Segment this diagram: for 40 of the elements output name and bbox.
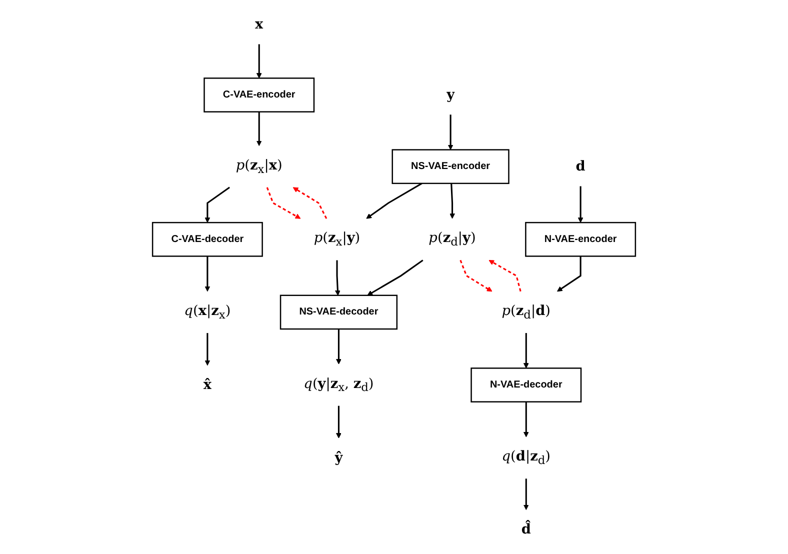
arrow (366, 182, 422, 219)
arrow (367, 260, 424, 296)
arrow (204, 256, 210, 292)
node-text: q(x|z$_{x}$) (184, 302, 231, 322)
arrow (204, 333, 210, 366)
arrow (523, 333, 529, 368)
node-text: q(y|z$_{x}$, z$_{d}$) (304, 375, 374, 394)
arrow (578, 186, 584, 223)
arrow (523, 478, 529, 510)
node-text: q(d|z$_{d}$) (502, 448, 551, 468)
arrow (336, 406, 342, 438)
arrow (448, 114, 454, 150)
node-box: NS-VAE-decoder (280, 294, 398, 330)
node-box: C-VAE-encoder (204, 78, 315, 112)
arrow (204, 186, 230, 223)
node-box: C-VAE-decoder (152, 222, 263, 257)
node-text: p(z$_{x}$|x) (236, 156, 282, 176)
node-box: N-VAE-decoder (470, 368, 582, 402)
node-text: p(z$_{x}$|y) (314, 230, 360, 249)
node-text: d (576, 158, 586, 174)
arrow (336, 329, 342, 364)
arrow (256, 112, 262, 146)
arrow (256, 44, 262, 78)
arrow (266, 187, 301, 219)
node-box: NS-VAE-encoder (392, 149, 510, 184)
node-text: p(z$_{d}$|d) (502, 302, 551, 322)
arrow (450, 183, 455, 219)
node-text: x̂ (203, 376, 212, 393)
node-box: N-VAE-encoder (525, 222, 636, 257)
arrow (334, 260, 340, 296)
arrow (488, 260, 522, 292)
node-text: d̂ (521, 520, 531, 538)
node-text: x (255, 16, 264, 32)
arrow (523, 402, 529, 438)
arrow (460, 260, 492, 292)
arrow (557, 256, 582, 292)
node-text: y (446, 86, 455, 103)
node-text: ŷ (334, 449, 343, 466)
arrow (292, 187, 328, 219)
node-text: p(z$_{d}$|y) (428, 230, 476, 249)
